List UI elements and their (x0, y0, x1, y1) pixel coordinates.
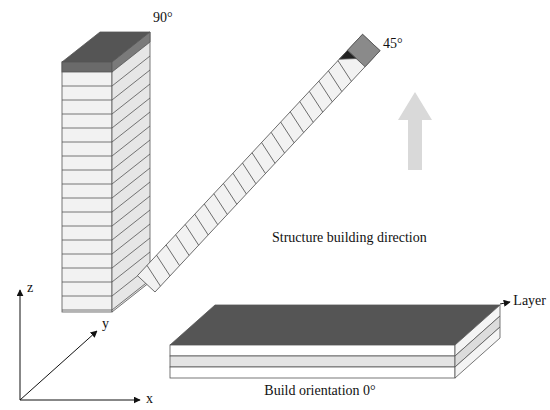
figure-label: 90° (153, 10, 173, 25)
layer-line (286, 112, 308, 133)
layer-line (277, 122, 299, 143)
figure-label: Layer (513, 293, 546, 308)
axes (20, 290, 140, 400)
layer-line (112, 182, 150, 212)
layer-line (62, 254, 112, 255)
layer-line (62, 240, 112, 241)
layer-line (143, 265, 165, 286)
layer-line (191, 214, 213, 235)
layer-line (210, 194, 232, 215)
layer-line (112, 126, 150, 156)
axis-label: y (102, 316, 109, 331)
layer-line (181, 224, 203, 245)
layer-line (112, 98, 150, 128)
layer-line (112, 196, 150, 226)
layer-line (112, 56, 150, 86)
inclined-specimen (137, 34, 380, 292)
layer-line (200, 204, 222, 225)
layer-line (296, 102, 318, 123)
layer-line (62, 100, 112, 101)
layer-line (172, 235, 194, 256)
layer-line (334, 61, 356, 82)
layer-line (219, 183, 241, 204)
layer-line (112, 210, 150, 240)
figure-label: Structure building direction (272, 230, 427, 245)
layer-line (112, 70, 150, 100)
flat-specimen (170, 305, 500, 378)
layer-line (112, 224, 150, 254)
layer-line (62, 310, 112, 311)
layer-line (62, 268, 112, 269)
layer-line (315, 81, 337, 102)
figure-label: 45° (383, 36, 403, 51)
layer-line (62, 170, 112, 171)
layer-line (248, 153, 270, 174)
layer-line (112, 140, 150, 170)
layer-line (112, 112, 150, 142)
layer-line (112, 84, 150, 114)
layer-line (62, 226, 112, 227)
layer-line (162, 245, 184, 266)
layer-line (257, 143, 279, 164)
layer-line (112, 168, 150, 198)
layer-line (62, 296, 112, 297)
layer-line (62, 86, 112, 87)
layer-line (112, 154, 150, 184)
axis-label: x (146, 391, 153, 406)
layer-line (238, 163, 260, 184)
vertical-specimen (62, 32, 150, 312)
layer-line (305, 91, 327, 112)
direction-arrow (398, 92, 432, 170)
layer-line (229, 173, 251, 194)
layer-line (62, 156, 112, 157)
layer-leader (500, 302, 510, 304)
axis-label: z (27, 280, 33, 295)
layer-line (62, 114, 112, 115)
layer-line (112, 280, 150, 310)
figure-label: Build orientation 0° (264, 383, 375, 398)
layer-line (62, 184, 112, 185)
layer-line (62, 142, 112, 143)
layer-line (62, 198, 112, 199)
layer-line (152, 255, 174, 276)
layer-line (62, 128, 112, 129)
layer-line (324, 71, 346, 92)
layer-line (112, 238, 150, 268)
layer-line (62, 282, 112, 283)
layer-line (62, 212, 112, 213)
layer-line (267, 132, 289, 153)
